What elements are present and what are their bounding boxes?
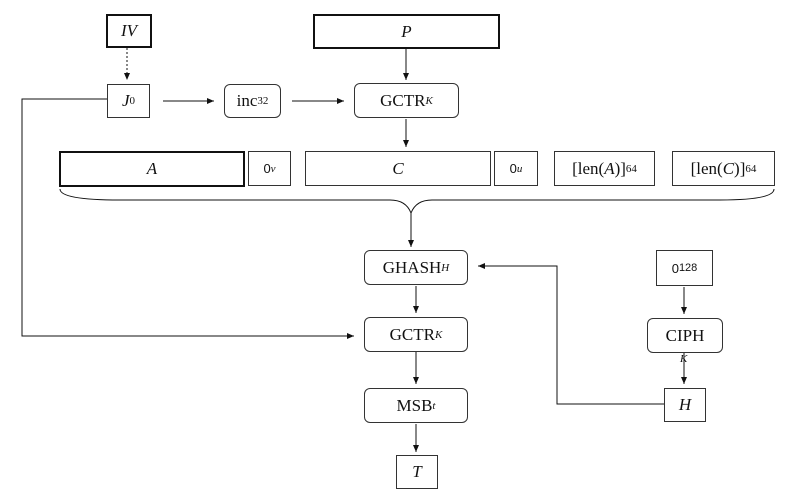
zero-u-main: 0 bbox=[509, 161, 517, 176]
len-c-post: )] bbox=[734, 158, 746, 178]
ciph-label: CIPH bbox=[665, 325, 705, 345]
ghash-sub: H bbox=[441, 261, 450, 274]
arrow-h-ghash bbox=[478, 263, 664, 405]
len-a-var: A bbox=[604, 158, 615, 178]
gctr-bottom-sub: K bbox=[435, 328, 443, 341]
len-a-sub: 64 bbox=[625, 162, 637, 175]
gctr-bottom-main: GCTR bbox=[389, 324, 435, 344]
arrow-j0-gctr-bottom bbox=[21, 98, 354, 339]
zero-u-sup: u bbox=[516, 162, 523, 175]
j0-sub: 0 bbox=[129, 95, 136, 107]
p-label: P bbox=[401, 21, 412, 41]
inc32-main: inc bbox=[236, 91, 258, 110]
len-c-box: [len(C)]64 bbox=[672, 151, 775, 186]
ciph-key-label: K bbox=[680, 353, 688, 365]
iv-label: IV bbox=[120, 21, 138, 40]
len-c-pre: [len( bbox=[690, 158, 723, 178]
concat-brace bbox=[59, 188, 775, 215]
inc32-sub: 32 bbox=[257, 95, 269, 107]
len-a-post: )] bbox=[614, 158, 626, 178]
iv-box: IV bbox=[106, 14, 152, 48]
len-c-var: C bbox=[722, 158, 735, 178]
zero128-main: 0 bbox=[671, 260, 679, 276]
a-box: A bbox=[59, 151, 245, 187]
j0-main: J bbox=[121, 91, 130, 110]
msb-main: MSB bbox=[396, 395, 433, 415]
h-box: H bbox=[664, 388, 706, 422]
len-c-sub: 64 bbox=[745, 162, 757, 175]
ghash-main: GHASH bbox=[382, 257, 442, 277]
gctr-top-main: GCTR bbox=[380, 90, 426, 110]
c-box: C bbox=[305, 151, 491, 186]
p-box: P bbox=[313, 14, 500, 49]
c-label: C bbox=[392, 158, 404, 178]
h-label: H bbox=[678, 395, 692, 414]
zero-v-sup: v bbox=[270, 162, 276, 175]
t-label: T bbox=[412, 462, 422, 481]
len-a-box: [len(A)]64 bbox=[554, 151, 655, 186]
len-a-pre: [len( bbox=[572, 158, 605, 178]
gctr-top-sub: K bbox=[425, 94, 433, 107]
msb-sub: t bbox=[432, 399, 436, 412]
t-box: T bbox=[396, 455, 438, 489]
zero128-sup: 128 bbox=[678, 262, 698, 274]
ciph-box: CIPH bbox=[647, 318, 723, 353]
a-label: A bbox=[146, 159, 158, 178]
zero-v-main: 0 bbox=[263, 161, 271, 176]
